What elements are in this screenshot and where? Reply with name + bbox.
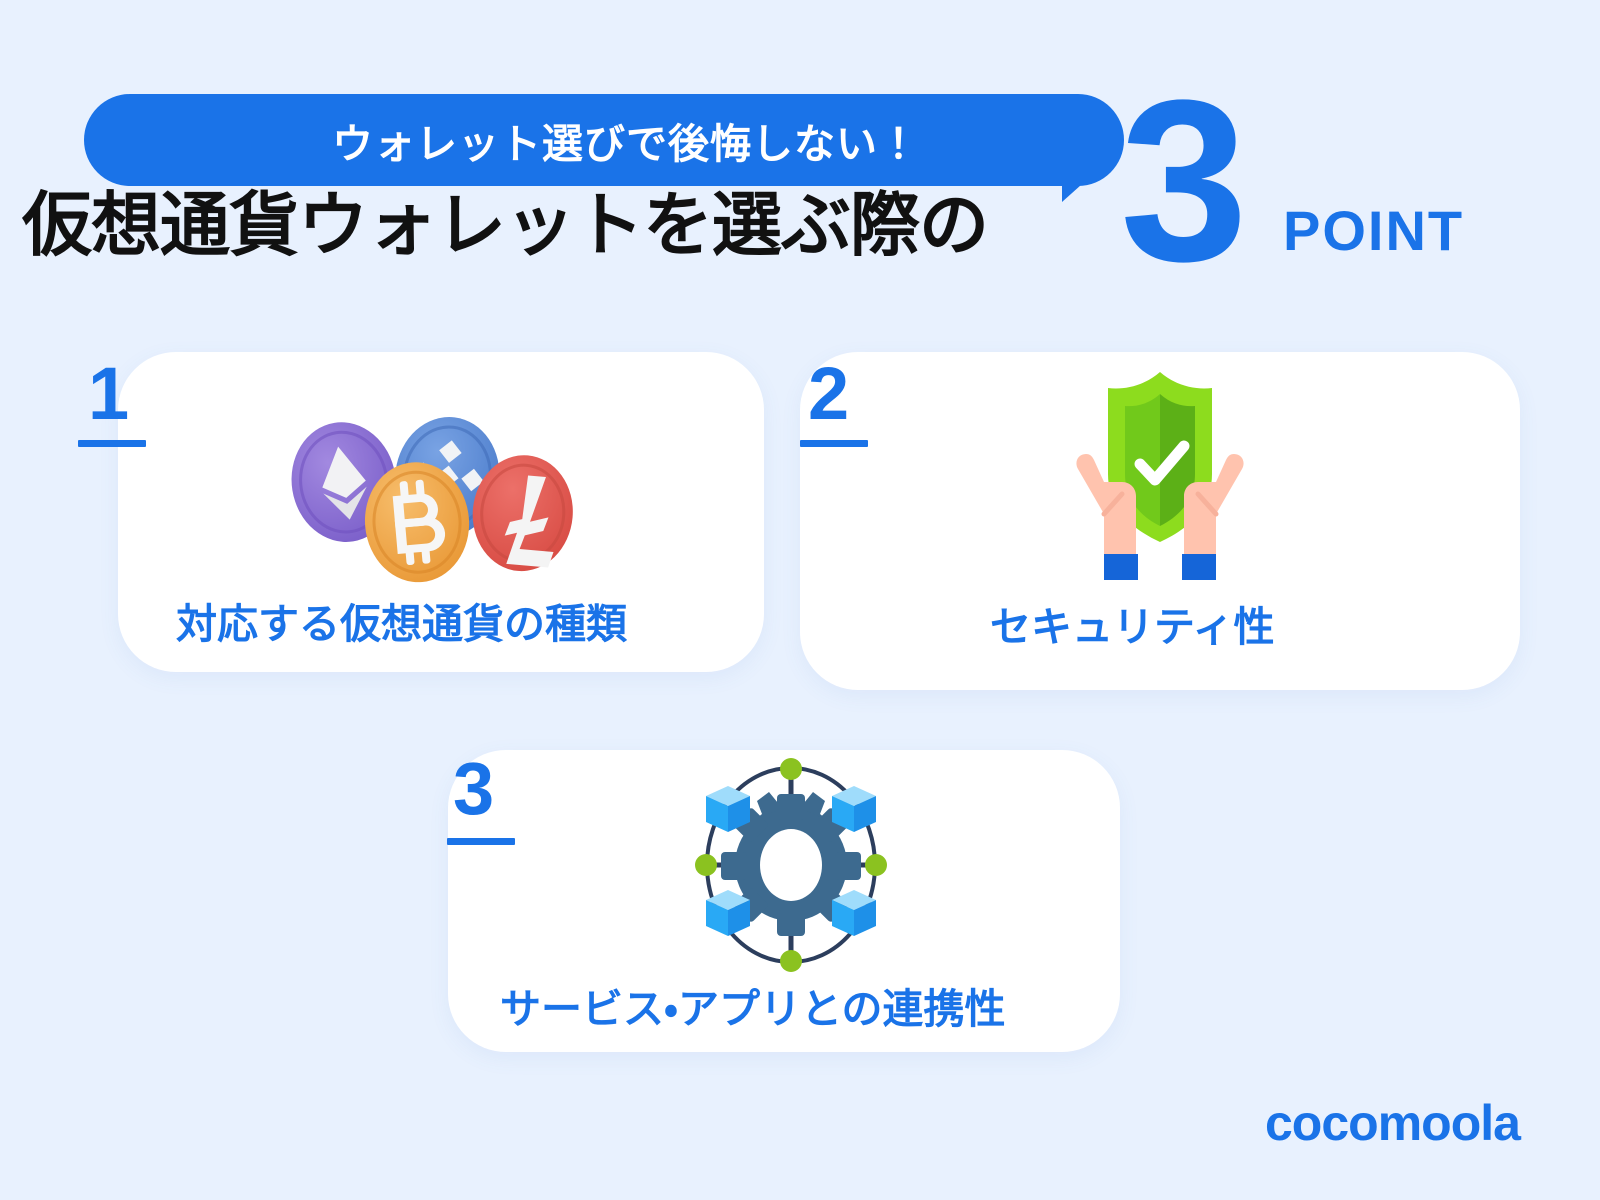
hand-left-icon	[1076, 454, 1136, 554]
coin-bitcoin	[364, 462, 470, 583]
point-card-2-label: セキュリティ性	[990, 604, 1275, 650]
cuff-left-icon	[1104, 554, 1138, 580]
cube-top-left-icon	[706, 786, 750, 832]
point-card-1-label: 対応する仮想通貨の種類	[176, 601, 627, 647]
tagline-text: ウォレット選びで後悔しない！	[332, 121, 920, 167]
crypto-coins-icon	[291, 417, 573, 583]
point-card-2-number-rule	[800, 440, 868, 447]
brand-logo[interactable]: cocomoola	[1265, 1095, 1521, 1151]
point-card-3-label: サービス・アプリとの連携性	[500, 986, 1006, 1032]
cube-bottom-left-icon	[706, 890, 750, 936]
tagline-bubble: ウォレット選びで後悔しない！	[84, 94, 1124, 186]
point-card-3-number-rule	[447, 838, 515, 845]
shield-in-hands-icon	[1076, 372, 1244, 580]
cube-bottom-right-icon	[832, 890, 876, 936]
network-nodes	[695, 758, 887, 972]
point-card-1-number-rule	[78, 440, 146, 447]
point-card-2-number: 2	[808, 352, 850, 435]
point-count-number: 3	[1120, 52, 1248, 309]
point-card-3-number: 3	[453, 747, 495, 830]
page-title: 仮想通貨ウォレットを選ぶ際の	[22, 186, 989, 264]
bubble-tail-icon	[1062, 168, 1100, 202]
point-label: POINT	[1283, 199, 1465, 262]
cube-top-right-icon	[832, 786, 876, 832]
coin-litecoin	[472, 455, 573, 572]
cuff-right-icon	[1182, 554, 1216, 580]
point-card-1-number: 1	[88, 352, 130, 435]
checkmark-icon	[1134, 440, 1190, 486]
hand-right-icon	[1184, 454, 1244, 554]
gear-network-icon	[695, 758, 887, 972]
